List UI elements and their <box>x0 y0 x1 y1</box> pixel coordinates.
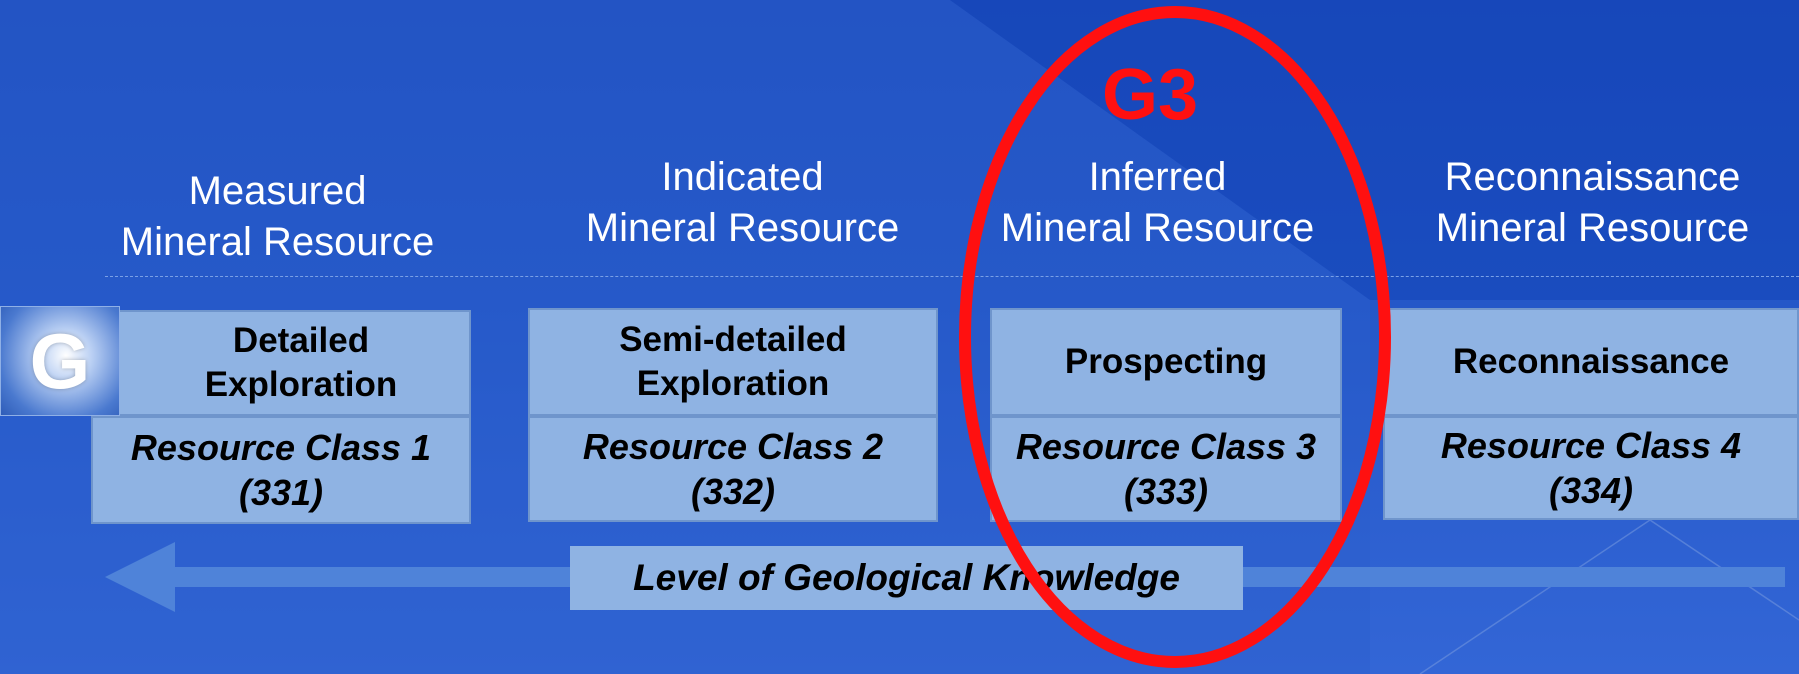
resource-class-code: (333) <box>1123 471 1209 512</box>
heading-reconnaissance: Reconnaissance Mineral Resource <box>1415 152 1770 254</box>
resource-class-box-3: Resource Class 3 (333) <box>990 416 1342 522</box>
resource-class-label: Resource Class 2 <box>582 426 884 467</box>
stage-label: Exploration <box>204 365 398 404</box>
stage-box-prospecting: Prospecting <box>990 308 1342 416</box>
heading-line: Mineral Resource <box>1000 206 1315 250</box>
heading-inferred: Inferred Mineral Resource <box>980 152 1335 254</box>
heading-line: Reconnaissance <box>1444 155 1741 199</box>
resource-class-box-2: Resource Class 2 (332) <box>528 416 938 522</box>
heading-measured: Measured Mineral Resource <box>100 166 455 268</box>
heading-line: Measured <box>188 169 367 213</box>
resource-class-box-4: Resource Class 4 (334) <box>1383 416 1799 520</box>
resource-class-label: Resource Class 4 <box>1440 425 1742 466</box>
stage-label: Prospecting <box>1064 342 1268 381</box>
resource-class-code: (334) <box>1548 470 1634 511</box>
stage-box-reconnaissance: Reconnaissance <box>1383 308 1799 416</box>
heading-line: Indicated <box>661 155 824 199</box>
g3-highlight-label: G3 <box>1101 55 1199 135</box>
heading-line: Inferred <box>1088 155 1227 199</box>
heading-line: Mineral Resource <box>1435 206 1750 250</box>
stage-label: Semi-detailed <box>619 320 847 359</box>
heading-divider <box>105 276 1799 277</box>
resource-class-label: Resource Class 3 <box>1015 426 1317 467</box>
background-line <box>1419 519 1799 674</box>
logo-letter: G <box>29 316 91 405</box>
stage-box-detailed-exploration: Detailed Exploration <box>91 310 471 416</box>
knowledge-arrow-label: Level of Geological Knowledge <box>570 546 1243 610</box>
arrow-label-text: Level of Geological Knowledge <box>633 557 1180 598</box>
stage-label: Reconnaissance <box>1452 342 1730 381</box>
resource-class-code: (331) <box>238 472 324 513</box>
stage-box-semi-detailed-exploration: Semi-detailed Exploration <box>528 308 938 416</box>
stage-label: Exploration <box>636 364 830 403</box>
resource-class-code: (332) <box>690 471 776 512</box>
heading-indicated: Indicated Mineral Resource <box>565 152 920 254</box>
heading-line: Mineral Resource <box>120 220 435 264</box>
g-logo-icon: G <box>0 306 120 416</box>
stage-label: Detailed <box>232 321 370 360</box>
heading-line: Mineral Resource <box>585 206 900 250</box>
resource-class-label: Resource Class 1 <box>130 427 432 468</box>
resource-class-box-1: Resource Class 1 (331) <box>91 416 471 524</box>
